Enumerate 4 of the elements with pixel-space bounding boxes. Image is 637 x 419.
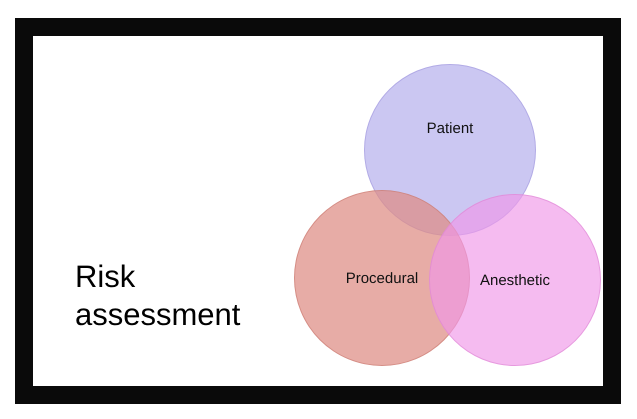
circle-label: Patient	[426, 120, 474, 136]
circle-label: Procedural	[346, 270, 418, 286]
diagram-title: Risk assessment	[75, 258, 242, 334]
circle-label: Anesthetic	[480, 272, 550, 288]
